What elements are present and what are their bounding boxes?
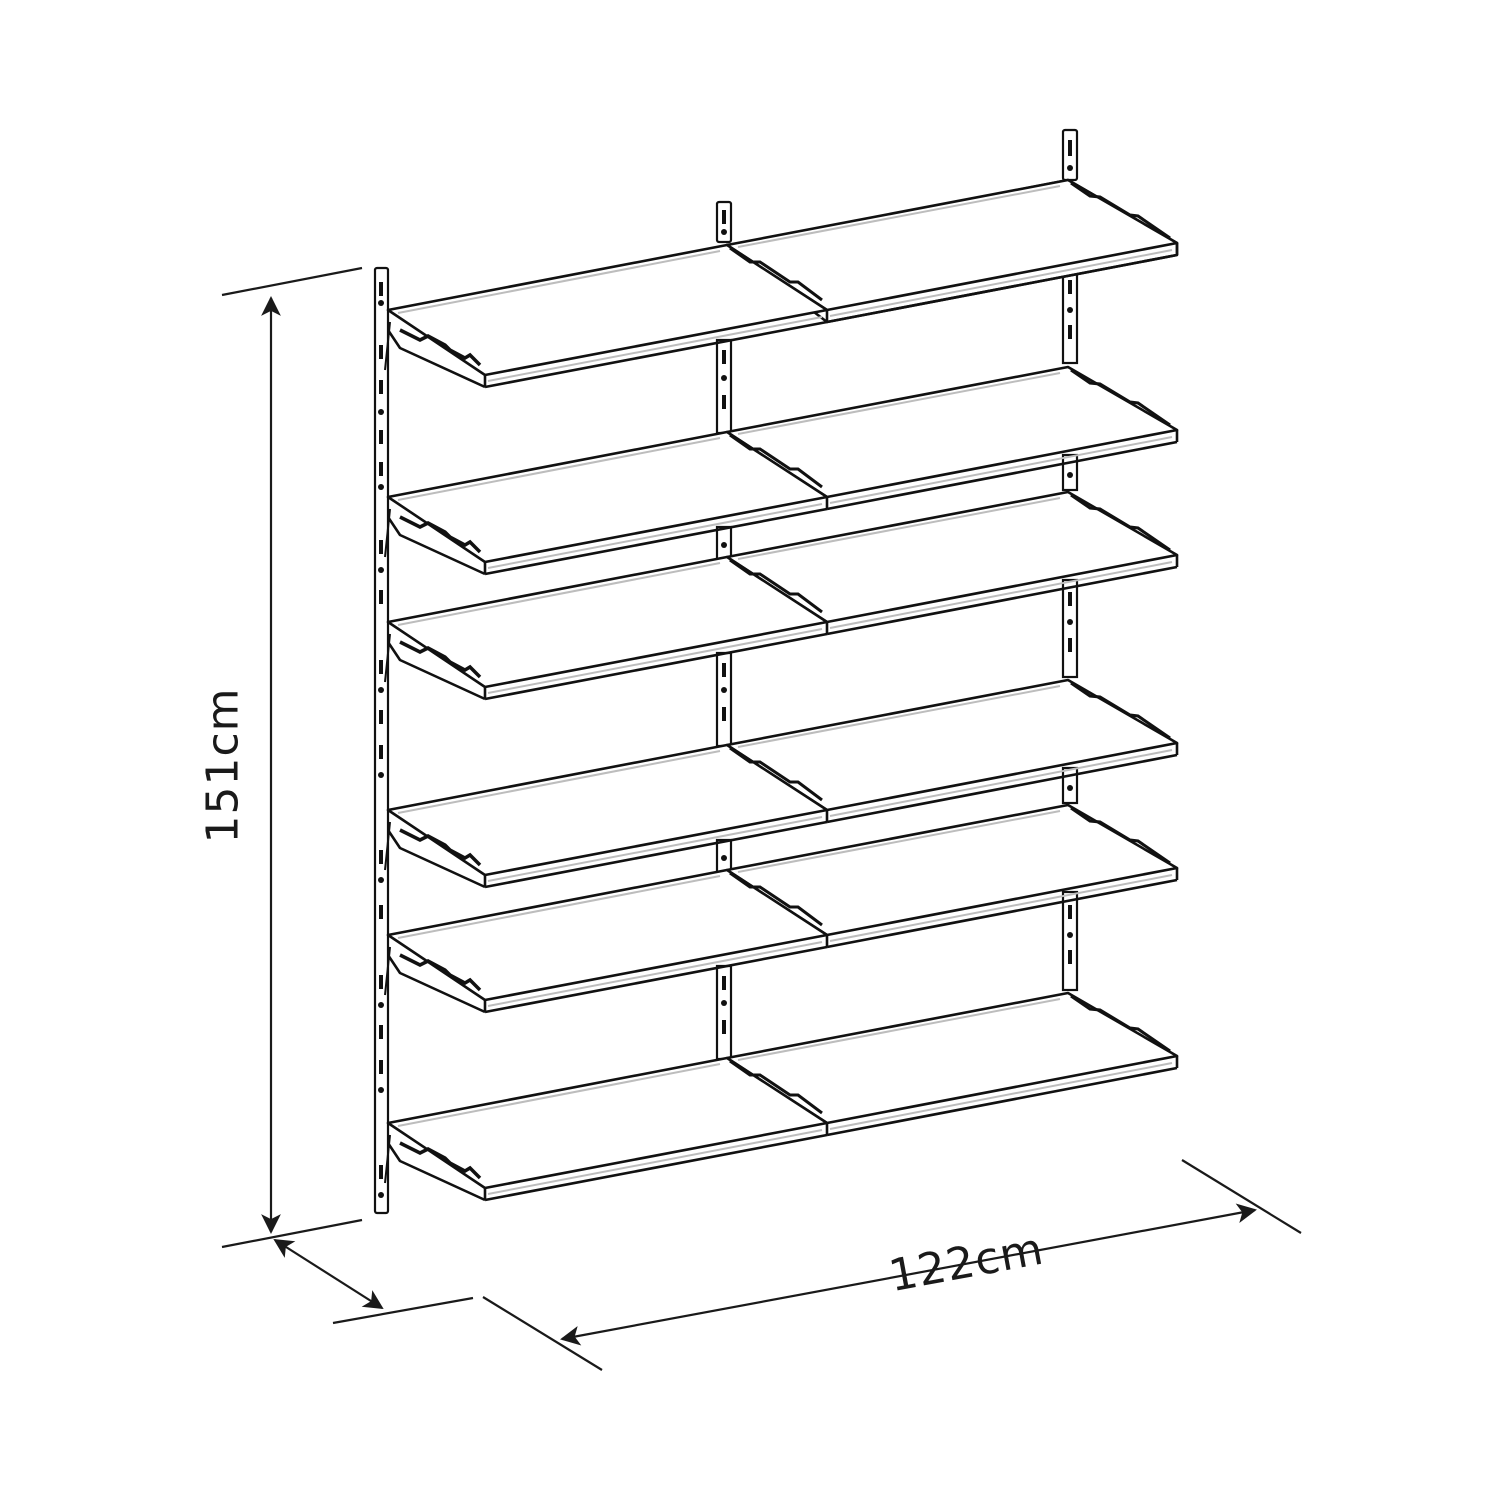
shelves bbox=[384, 178, 1179, 1202]
dimension-lines bbox=[221, 266, 1302, 1371]
width-arrow bbox=[560, 1203, 1257, 1346]
shelf-row-4 bbox=[384, 678, 1179, 889]
shelf-row-3 bbox=[384, 490, 1179, 701]
upright-right bbox=[1061, 128, 1079, 992]
bracket-notches bbox=[399, 328, 482, 1180]
height-dimension-label: 151cm bbox=[197, 687, 249, 844]
depth-arrow bbox=[273, 1238, 384, 1310]
bracket-notches-side bbox=[729, 181, 1171, 1115]
upright-left bbox=[373, 266, 390, 1215]
shelf-row-1 bbox=[384, 178, 1179, 389]
shelf-row-6 bbox=[384, 991, 1179, 1202]
